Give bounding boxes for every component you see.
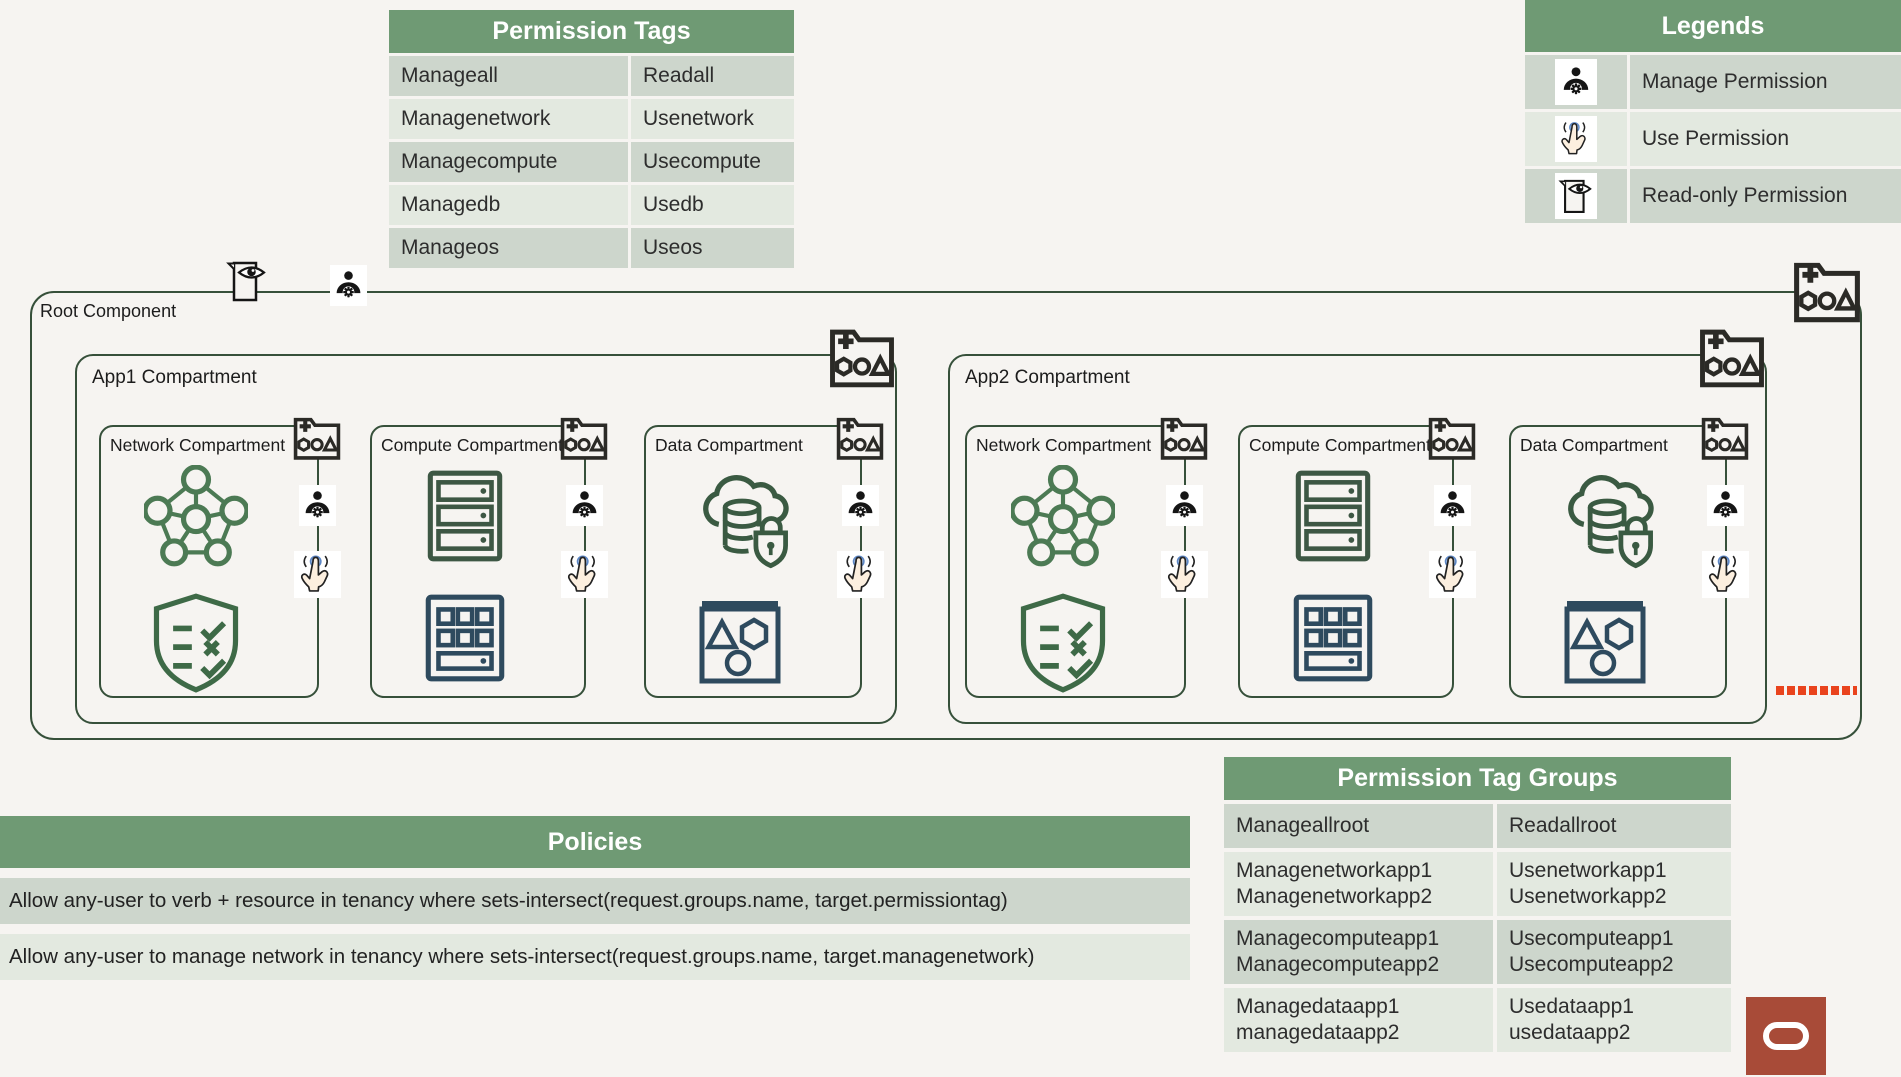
tag-group-cell: Usecomputeapp1 Usecomputeapp2 bbox=[1497, 920, 1731, 984]
read-only-doc-eye-icon bbox=[222, 257, 272, 305]
compartment-content bbox=[1240, 461, 1426, 697]
legend-label: Read-only Permission bbox=[1630, 169, 1901, 223]
manage-person-icon bbox=[566, 485, 603, 526]
tag-folder-icon bbox=[1790, 256, 1864, 324]
permission-tags-title: Permission Tags bbox=[389, 10, 794, 53]
app1-compartment-box: App1 Compartment Network Compartment Com… bbox=[75, 354, 897, 724]
tag-group-cell: Usenetworkapp1 Usenetworkapp2 bbox=[1497, 852, 1731, 916]
manage-person-icon bbox=[842, 485, 879, 526]
legend-icon-cell bbox=[1525, 112, 1627, 166]
use-touch-icon bbox=[1161, 551, 1208, 598]
server-rack-icon bbox=[414, 465, 516, 567]
legend-label: Use Permission bbox=[1630, 112, 1901, 166]
tag-folder-icon bbox=[1426, 413, 1478, 461]
app1-network-compartment-box: Network Compartment bbox=[99, 425, 319, 698]
data-compartment-label: Data Compartment bbox=[655, 435, 803, 455]
use-touch-icon bbox=[837, 551, 884, 598]
tag-group-cell: Managecomputeapp1 Managecomputeapp2 bbox=[1224, 920, 1493, 984]
use-touch-icon bbox=[1555, 116, 1597, 162]
tag-folder-icon bbox=[834, 413, 886, 461]
manage-person-icon bbox=[1555, 59, 1597, 105]
app2-compartment-label: App2 Compartment bbox=[965, 367, 1130, 388]
policy-row: Allow any-user to verb + resource in ten… bbox=[0, 878, 1190, 924]
tag-folder-icon bbox=[291, 413, 343, 461]
permission-tag-cell: Readall bbox=[631, 56, 794, 96]
app1-data-compartment-box: Data Compartment bbox=[644, 425, 862, 698]
legend-label: Manage Permission bbox=[1630, 55, 1901, 109]
tag-folder-icon bbox=[826, 323, 898, 389]
compartment-content bbox=[1511, 461, 1699, 697]
compartment-content bbox=[101, 461, 291, 697]
tag-group-cell: Usedataapp1 usedataapp2 bbox=[1497, 988, 1731, 1052]
tag-group-cell: Managenetworkapp1 Managenetworkapp2 bbox=[1224, 852, 1493, 916]
app2-compute-compartment-box: Compute Compartment bbox=[1238, 425, 1454, 698]
continuation-dots bbox=[1776, 686, 1857, 695]
compute-compartment-label: Compute Compartment bbox=[1249, 435, 1431, 455]
permission-tag-cell: Manageall bbox=[389, 56, 628, 96]
tag-folder-icon bbox=[558, 413, 610, 461]
tag-folder-icon bbox=[1696, 323, 1768, 389]
tag-group-cell: Manageallroot bbox=[1224, 804, 1493, 848]
tag-folder-icon bbox=[1158, 413, 1210, 461]
use-touch-icon bbox=[294, 551, 341, 598]
tag-folder-icon bbox=[1699, 413, 1751, 461]
server-rack-icon bbox=[1282, 465, 1384, 567]
use-touch-icon bbox=[561, 551, 608, 598]
use-touch-icon bbox=[1429, 551, 1476, 598]
permission-tag-groups-title: Permission Tag Groups bbox=[1224, 757, 1731, 800]
legends-table: Legends Manage Permission Use Permission… bbox=[1525, 0, 1901, 223]
network-compartment-label: Network Compartment bbox=[976, 435, 1152, 455]
manage-person-icon bbox=[299, 485, 336, 526]
network-mesh-icon bbox=[1011, 465, 1115, 569]
legend-icon-cell bbox=[1525, 169, 1627, 223]
root-component-label: Root Component bbox=[40, 301, 177, 321]
manage-person-icon bbox=[330, 265, 367, 306]
shield-checklist-icon bbox=[144, 589, 248, 697]
app2-network-compartment-box: Network Compartment bbox=[965, 425, 1186, 698]
read-only-doc-eye-icon bbox=[1555, 173, 1597, 219]
permission-tag-cell: Managedb bbox=[389, 185, 628, 225]
manage-person-icon bbox=[1166, 485, 1203, 526]
shapes-board-icon bbox=[1555, 591, 1655, 691]
compartment-content bbox=[967, 461, 1158, 697]
permission-tag-cell: Usedb bbox=[631, 185, 794, 225]
permission-tag-groups-table: Permission Tag Groups Manageallroot Read… bbox=[1224, 757, 1731, 1052]
root-component-box: Root Component App1 Compartment Network … bbox=[30, 291, 1862, 740]
policies-table: Policies Allow any-user to verb + resour… bbox=[0, 816, 1190, 980]
compartment-content bbox=[372, 461, 558, 697]
app1-compute-compartment-box: Compute Compartment bbox=[370, 425, 586, 698]
legend-icon-cell bbox=[1525, 55, 1627, 109]
keypad-grid-icon bbox=[414, 587, 516, 689]
cloud-database-lock-icon bbox=[684, 465, 796, 571]
permission-tags-table: Permission Tags Manageall Readall Manage… bbox=[389, 10, 794, 268]
shapes-board-icon bbox=[690, 591, 790, 691]
manage-person-icon bbox=[1434, 485, 1471, 526]
cloud-database-lock-icon bbox=[1549, 465, 1661, 571]
permission-tag-cell: Usenetwork bbox=[631, 99, 794, 139]
app1-compartment-label: App1 Compartment bbox=[92, 367, 257, 388]
permission-tag-cell: Managenetwork bbox=[389, 99, 628, 139]
tag-group-cell: Managedataapp1 managedataapp2 bbox=[1224, 988, 1493, 1052]
permission-tag-cell: Useos bbox=[631, 228, 794, 268]
policies-title: Policies bbox=[0, 816, 1190, 868]
oracle-logo bbox=[1746, 997, 1826, 1075]
oracle-o-icon bbox=[1763, 1022, 1809, 1050]
compartment-content bbox=[646, 461, 834, 697]
permission-tag-cell: Manageos bbox=[389, 228, 628, 268]
legends-title: Legends bbox=[1525, 0, 1901, 52]
keypad-grid-icon bbox=[1282, 587, 1384, 689]
use-touch-icon bbox=[1702, 551, 1749, 598]
data-compartment-label: Data Compartment bbox=[1520, 435, 1668, 455]
app2-data-compartment-box: Data Compartment bbox=[1509, 425, 1727, 698]
app2-compartment-box: App2 Compartment Network Compartment Com… bbox=[948, 354, 1767, 724]
permission-tag-cell: Usecompute bbox=[631, 142, 794, 182]
tag-group-cell: Readallroot bbox=[1497, 804, 1731, 848]
manage-person-icon bbox=[1707, 485, 1744, 526]
compute-compartment-label: Compute Compartment bbox=[381, 435, 563, 455]
network-compartment-label: Network Compartment bbox=[110, 435, 286, 455]
shield-checklist-icon bbox=[1011, 589, 1115, 697]
network-mesh-icon bbox=[144, 465, 248, 569]
policy-row: Allow any-user to manage network in tena… bbox=[0, 934, 1190, 980]
permission-tag-cell: Managecompute bbox=[389, 142, 628, 182]
